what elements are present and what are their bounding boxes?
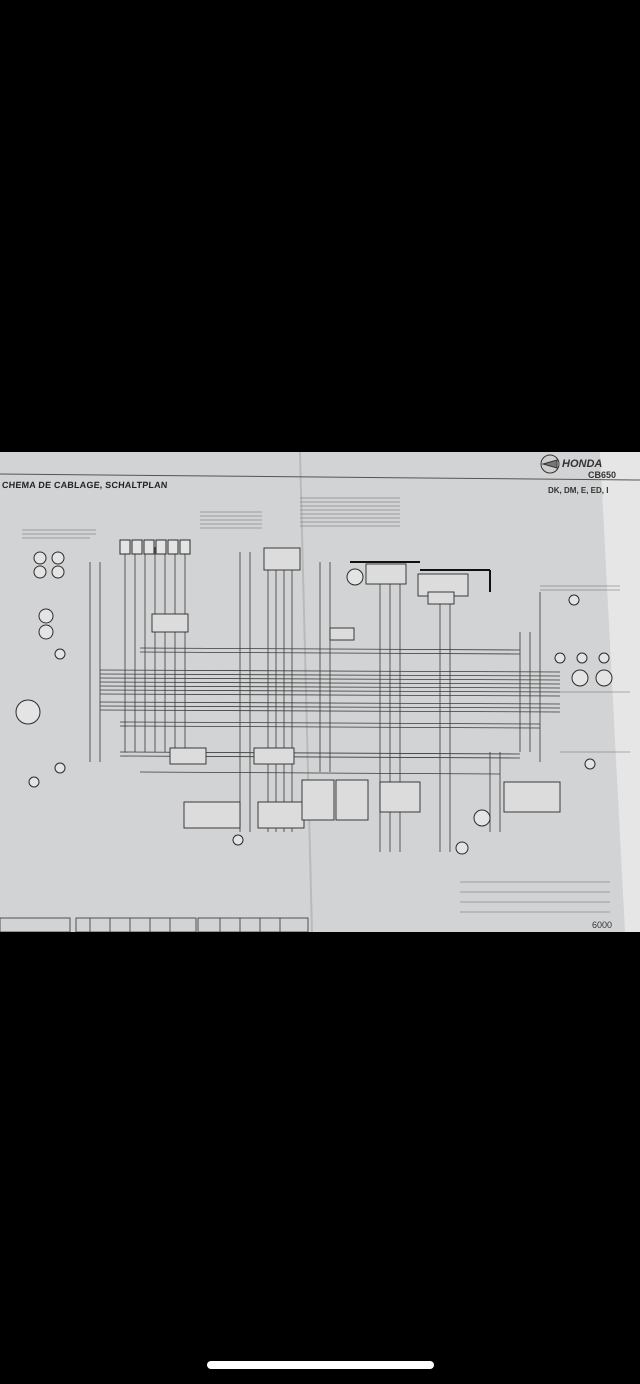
wiring-diagram-photo: CHEMA DE CABLAGE, SCHALTPLAN HONDA CB650… [0,452,640,932]
region-codes: DK, DM, E, ED, I [548,486,609,495]
wiring-diagram-lines [0,452,640,932]
diagram-title: CHEMA DE CABLAGE, SCHALTPLAN [1,480,168,490]
home-indicator[interactable] [207,1361,434,1369]
model-label: CB650 [588,470,617,480]
brand-label: HONDA [562,458,603,470]
page-number: 6000 [592,920,613,930]
